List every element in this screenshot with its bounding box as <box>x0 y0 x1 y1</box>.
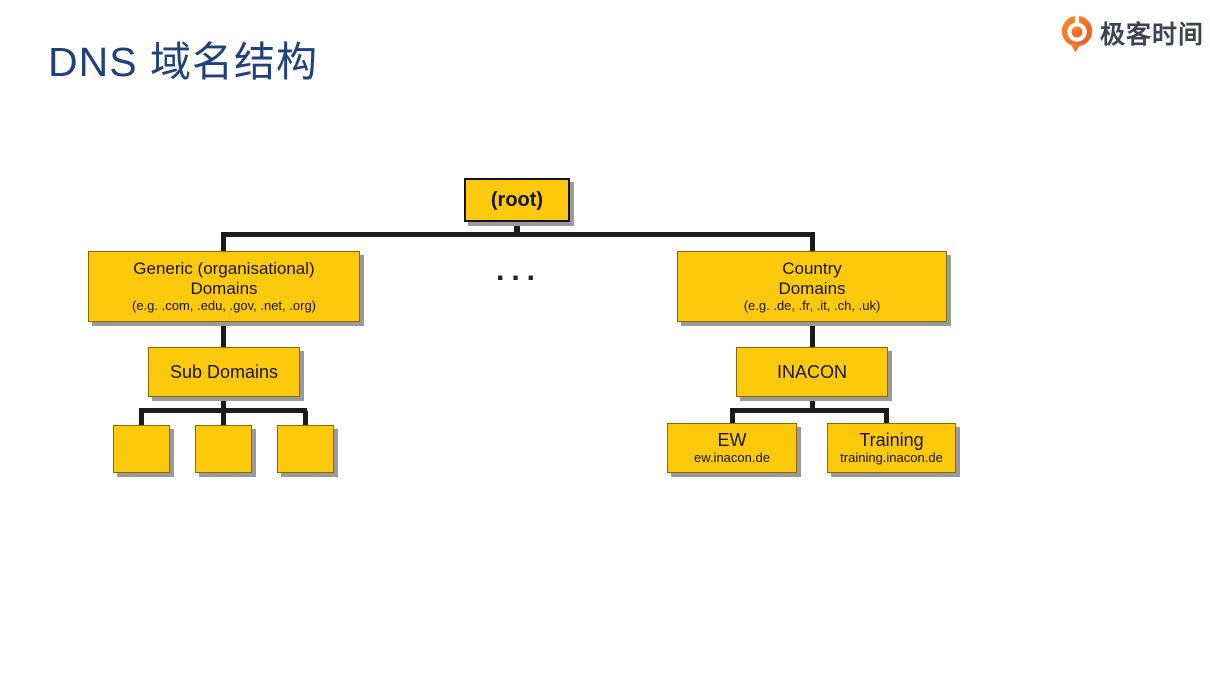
node-generic-label-line1: Generic (organisational) <box>133 258 315 278</box>
node-root-label: (root) <box>490 188 544 211</box>
geektime-logo-icon <box>1061 15 1093 52</box>
connector-country-stub <box>810 235 815 252</box>
node-generic-label-line2: Domains <box>190 278 258 298</box>
connector-root-stub <box>514 221 520 234</box>
node-inacon: INACON <box>736 347 888 397</box>
page-title: DNS 域名结构 <box>48 39 318 85</box>
node-sub-domains-label: Sub Domains <box>169 361 279 382</box>
node-sub-domains: Sub Domains <box>148 347 300 397</box>
connector-left-horizontal <box>139 408 307 413</box>
connector-leaf1-stub <box>139 411 144 426</box>
node-country-label-line1: Country <box>782 258 842 278</box>
connector-generic-sub <box>221 321 226 348</box>
geektime-logo: 极客时间 <box>1058 13 1204 53</box>
node-ew-label: EW <box>717 429 747 450</box>
node-generic-domains: Generic (organisational) Domains (e.g. .… <box>88 251 360 322</box>
node-leaf-2 <box>195 425 252 473</box>
connector-generic-stub <box>221 235 226 252</box>
connector-training-stub <box>884 411 889 425</box>
node-training: Training training.inacon.de <box>827 423 956 473</box>
connector-sub-stub <box>221 396 226 412</box>
connector-leaf2-stub <box>221 411 226 426</box>
node-country-note: (e.g. .de, .fr, .it, .ch, .uk) <box>743 298 881 314</box>
node-ew: EW ew.inacon.de <box>667 423 797 473</box>
node-leaf-3 <box>277 425 334 473</box>
node-ew-note: ew.inacon.de <box>694 450 770 466</box>
node-inacon-label: INACON <box>776 361 847 382</box>
connector-country-inacon <box>810 321 815 348</box>
connector-top-horizontal <box>221 232 815 237</box>
geektime-logo-text: 极客时间 <box>1099 21 1204 49</box>
node-training-label: Training <box>859 429 924 450</box>
connector-right-horizontal <box>730 408 889 413</box>
node-leaf-1 <box>113 425 170 473</box>
node-training-note: training.inacon.de <box>840 450 943 466</box>
connector-leaf3-stub <box>303 411 308 426</box>
node-generic-note: (e.g. .com, .edu, .gov, .net, .org) <box>131 298 316 314</box>
connector-inacon-stub <box>810 396 815 412</box>
connector-ew-stub <box>730 411 735 425</box>
node-country-domains: Country Domains (e.g. .de, .fr, .it, .ch… <box>677 251 947 322</box>
node-root: (root) <box>464 178 570 222</box>
node-country-label-line2: Domains <box>778 278 846 298</box>
ellipsis-other-domains: ... <box>495 254 542 287</box>
